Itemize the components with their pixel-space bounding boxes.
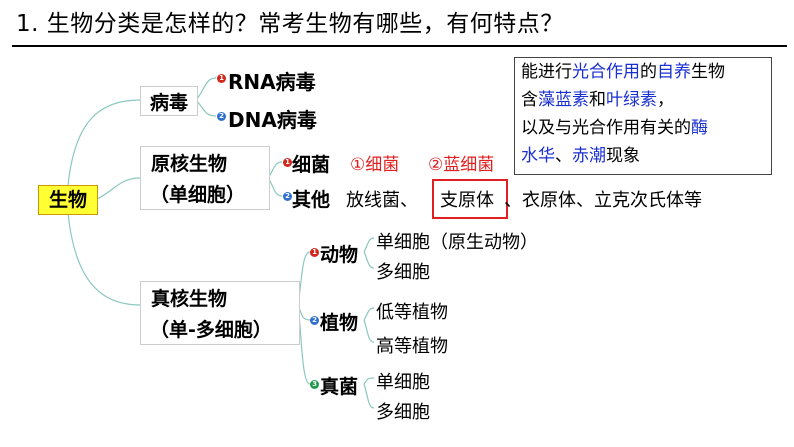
prok-item-bacteria[interactable]: 细菌 bbox=[292, 154, 331, 176]
eukaryote-label-line2: （单-多细胞） bbox=[150, 319, 272, 341]
virus-node-box[interactable] bbox=[140, 86, 198, 116]
plant-item-2: 高等植物 bbox=[376, 336, 448, 357]
virus-item-rna[interactable]: RNA病毒 bbox=[228, 70, 316, 94]
prokaryote-label-line2: （单细胞） bbox=[150, 184, 246, 206]
badge-euk-3: 3 bbox=[310, 380, 319, 389]
highlight-box-mycoplasma bbox=[432, 179, 508, 219]
prok-item-other[interactable]: 其他 bbox=[292, 189, 331, 211]
cyanobacteria-note: 能进行光合作用的自养生物 含藻蓝素和叶绿素， 以及与光合作用有关的酶 水华、赤潮… bbox=[514, 57, 772, 175]
euk-item-fungi[interactable]: 真菌 bbox=[320, 376, 359, 398]
animal-item-1: 单细胞（原生动物） bbox=[376, 232, 538, 253]
prokaryote-node-box[interactable] bbox=[140, 146, 270, 210]
badge-euk-2: 2 bbox=[310, 316, 319, 325]
other-list-mycoplasma: 支原体 bbox=[440, 190, 494, 211]
title-underline bbox=[12, 45, 787, 47]
badge-prok-1: 1 bbox=[283, 158, 292, 167]
prokaryote-label-line1: 原核生物 bbox=[151, 153, 228, 175]
fungi-item-1: 单细胞 bbox=[376, 372, 430, 393]
annotation-bacteria: ①细菌 bbox=[350, 155, 400, 175]
eukaryote-node-box[interactable] bbox=[140, 281, 300, 345]
note-line-2: 含藻蓝素和叶绿素， bbox=[521, 90, 674, 110]
note-line-3: 以及与光合作用有关的酶 bbox=[521, 118, 708, 138]
page-title: 1. 生物分类是怎样的？常考生物有哪些，有何特点？ bbox=[16, 11, 564, 37]
note-line-4: 水华、赤潮现象 bbox=[521, 146, 640, 166]
fungi-item-2: 多细胞 bbox=[376, 402, 430, 423]
root-node[interactable]: 生物 bbox=[38, 185, 98, 215]
connector-virus-rna bbox=[195, 77, 217, 101]
connector-root-eukaryote bbox=[67, 212, 141, 306]
virus-item-dna[interactable]: DNA病毒 bbox=[228, 108, 317, 132]
connector-root-prokaryote bbox=[96, 177, 141, 200]
animal-item-2: 多细胞 bbox=[376, 262, 430, 283]
badge-euk-1: 1 bbox=[310, 248, 319, 257]
other-list-part-c: 、衣原体、立克次氏体等 bbox=[504, 190, 702, 211]
other-list-part-a: 放线菌、 bbox=[346, 190, 418, 211]
euk-item-plant[interactable]: 植物 bbox=[320, 312, 359, 334]
note-line-1: 能进行光合作用的自养生物 bbox=[521, 62, 725, 82]
badge-virus-1: 1 bbox=[217, 74, 226, 83]
virus-label: 病毒 bbox=[150, 92, 189, 114]
badge-virus-2: 2 bbox=[217, 112, 226, 121]
annotation-cyanobacteria: ②蓝细菌 bbox=[428, 155, 495, 175]
eukaryote-label-line1: 真核生物 bbox=[151, 288, 228, 310]
plant-item-1: 低等植物 bbox=[376, 302, 448, 323]
badge-prok-2: 2 bbox=[283, 192, 292, 201]
euk-item-animal[interactable]: 动物 bbox=[320, 244, 359, 266]
connector-root-virus bbox=[67, 99, 141, 186]
